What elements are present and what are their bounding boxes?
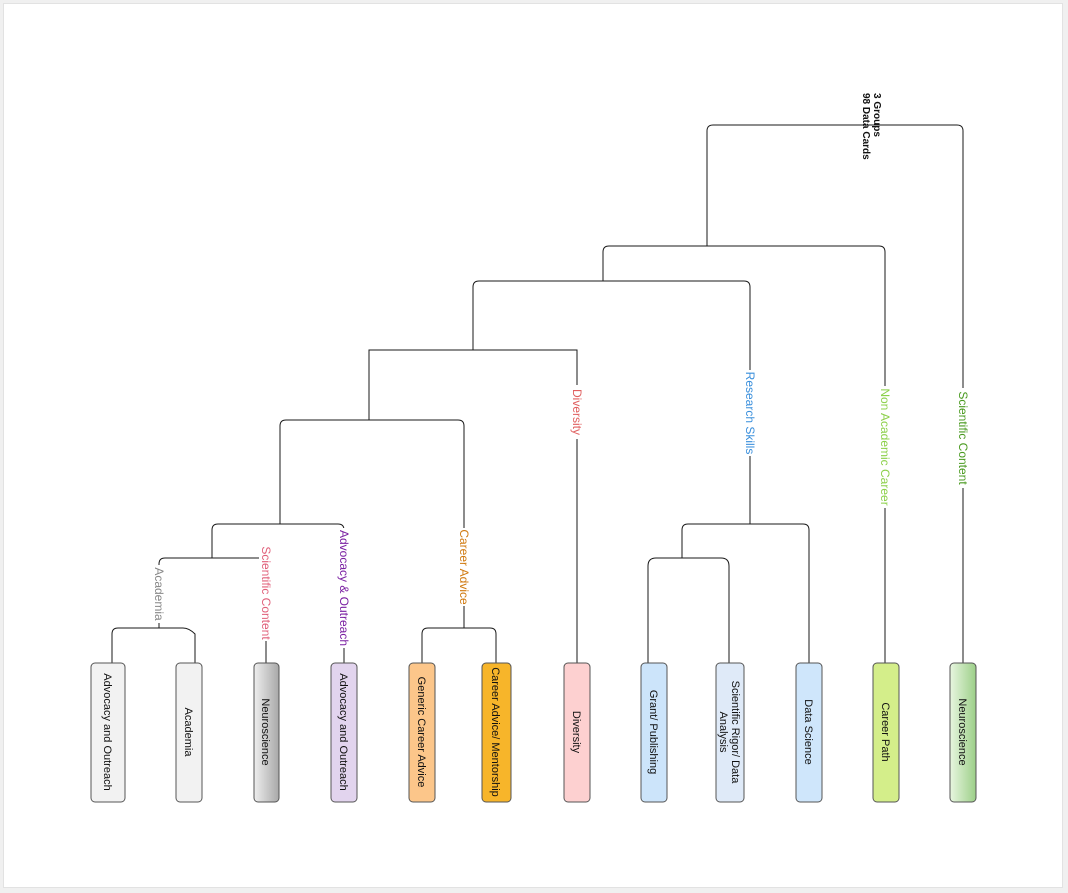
branch-level-7 [158,557,267,663]
group-label-non-academic-career: Non Academic Career [878,388,892,505]
leaf-card[interactable]: Advocacy and Outreach [330,662,358,803]
group-label-bg [878,386,892,508]
group-label-scientific-content-left: Scientific Content [259,546,273,640]
branch-academia-pair [111,627,196,663]
leaf-label: Advocacy and Outreach [337,673,349,790]
group-label-bg [152,565,166,623]
group-label-bg [743,370,757,456]
group-label-bg [457,528,471,606]
leaf-box [175,662,203,803]
leaf-label: Advocacy and Outreach [101,673,113,790]
leaf-label-line-2: Analysis [717,712,729,753]
group-label-diversity: Diversity [570,389,584,435]
group-label-bg [337,528,351,648]
leaf-label: Career Path [879,702,891,761]
leaf-card[interactable]: Data Science [795,662,823,803]
leaf-box [330,662,358,803]
branch-level-4 [368,349,578,663]
leaf-card[interactable]: Career Path [872,662,900,803]
branch-research [681,523,810,663]
leaf-label: Neuroscience [259,698,271,765]
root-line-2: 3 Groups [871,93,882,137]
group-label-scientific-content-right: Scientific Content [956,391,970,485]
group-label-academia: Academia [152,567,166,621]
leaf-box [795,662,823,803]
leaf-label: Academia [182,708,194,758]
leaf-box [872,662,900,803]
leaf-card[interactable]: Career Advice/ Mentorship [481,662,512,803]
group-labels: Academia Scientific Content Advocacy & O… [152,370,970,648]
leaf-label: Neuroscience [956,698,968,765]
leaf-box [90,662,126,803]
leaf-card[interactable]: Academia [175,662,203,803]
group-label-bg [956,388,970,488]
leaf-card[interactable]: Neuroscience [949,662,977,803]
group-label-bg [259,545,273,641]
branch-grant-rigor-pair [647,557,730,663]
leaf-card[interactable]: Grant/ Publishing [640,662,668,803]
leaf-box [715,662,745,803]
branch-level-6 [211,523,345,663]
leaf-box [408,662,436,803]
branch-root [706,124,964,663]
branch-level-2 [602,245,886,663]
branch-level-3 [472,280,751,524]
group-label-career-advice: Career Advice [457,529,471,605]
leaf-label: Career Advice/ Mentorship [489,667,501,797]
root-line-1: 98 Data Cards [860,93,871,160]
branch-level-5 [279,419,465,628]
leaf-label: Data Science [802,699,814,764]
branch-career-pair [421,627,497,663]
leaf-card[interactable]: Advocacy and Outreach [90,662,126,803]
leaf-label: Generic Career Advice [415,677,427,788]
branches [111,124,964,663]
leaf-label: Grant/ Publishing [647,690,659,774]
group-label-advocacy-outreach: Advocacy & Outreach [337,530,351,646]
leaf-box [640,662,668,803]
leaf-label: Diversity [570,711,582,754]
leaf-box [949,662,977,803]
leaf-card[interactable]: Generic Career Advice [408,662,436,803]
leaf-box [481,662,512,803]
leaf-label: Scientific Rigor/ Data [729,681,741,785]
leaf-box [253,662,280,803]
group-label-research-skills: Research Skills [743,372,757,455]
leaf-card[interactable]: Neuroscience [253,662,280,803]
root-label: 98 Data Cards 3 Groups [860,93,882,160]
leaf-box [563,662,591,803]
leaf-card[interactable]: Diversity [563,662,591,803]
group-label-bg [570,385,584,439]
leaf-cards: Advocacy and Outreach Academia Neuroscie… [90,662,977,803]
leaf-card[interactable]: Scientific Rigor/ Data Analysis [715,662,745,803]
